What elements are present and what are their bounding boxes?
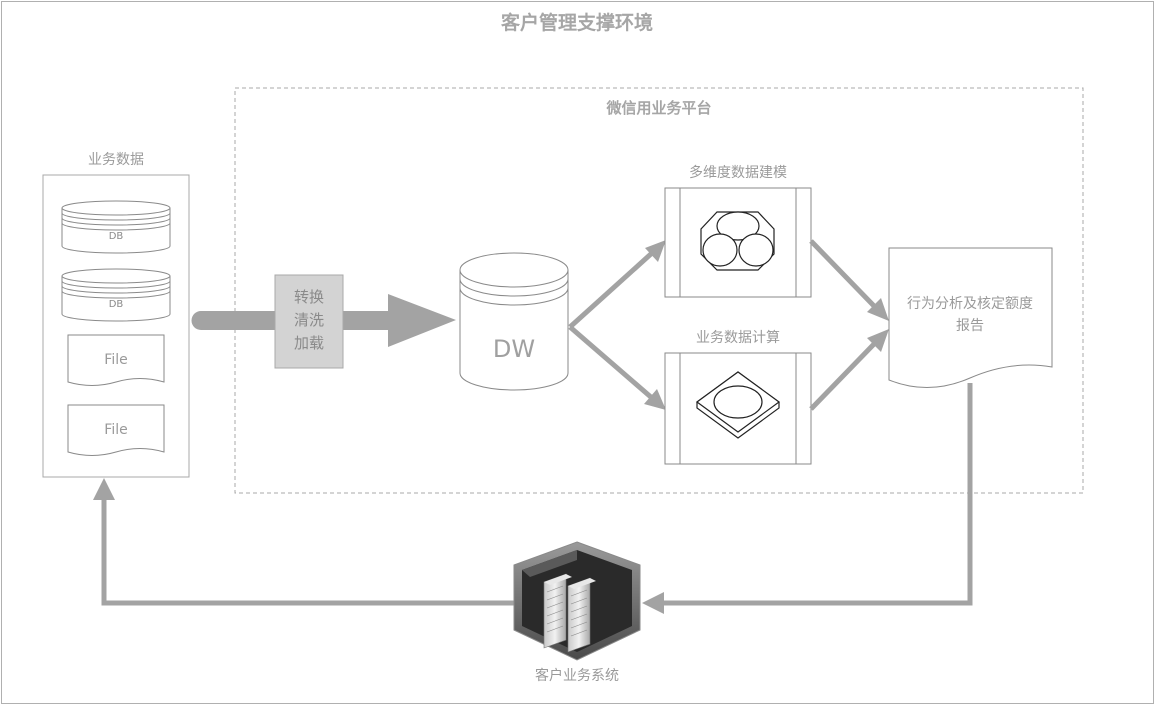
multidimensional-cube-icon — [700, 211, 775, 271]
etl-line-2: 清洗 — [294, 311, 324, 329]
arrow-report-to-system — [642, 383, 973, 614]
report-line-1: 行为分析及核定额度 — [907, 296, 1033, 312]
arrow-calculation-to-report — [809, 329, 889, 411]
arrow-dw-to-calculation — [568, 325, 666, 410]
etl-line-1: 转换 — [294, 288, 324, 306]
etl-line-3: 加载 — [294, 334, 324, 352]
report-line-2: 报告 — [956, 318, 984, 334]
dw-label: DW — [493, 335, 535, 363]
platform-boundary — [234, 87, 1084, 494]
server-rack-icon — [513, 541, 641, 661]
report-document-icon — [888, 247, 1053, 388]
db-label-1: DB — [109, 231, 124, 242]
db-icon-1 — [61, 200, 171, 254]
calculation-title: 业务数据计算 — [696, 330, 780, 346]
arrow-dw-to-modeling — [568, 240, 666, 329]
calculation-plate-icon — [695, 371, 781, 439]
business-data-title: 业务数据 — [88, 152, 144, 168]
file-icon-1 — [67, 334, 165, 386]
diagram-title: 客户管理支撑环境 — [501, 11, 653, 34]
file-label-1: File — [104, 352, 127, 368]
db-label-2: DB — [109, 299, 124, 310]
etl-box — [274, 274, 344, 369]
platform-title: 微信用业务平台 — [605, 99, 711, 117]
arrow-modeling-to-report — [809, 239, 889, 321]
arrow-system-to-business-data — [93, 478, 516, 606]
system-label: 客户业务系统 — [535, 667, 619, 684]
db-icon-2 — [61, 268, 171, 322]
file-icon-2 — [67, 404, 165, 456]
modeling-title: 多维度数据建模 — [689, 164, 787, 181]
dw-cylinder-icon — [459, 252, 569, 391]
file-label-2: File — [104, 422, 127, 438]
